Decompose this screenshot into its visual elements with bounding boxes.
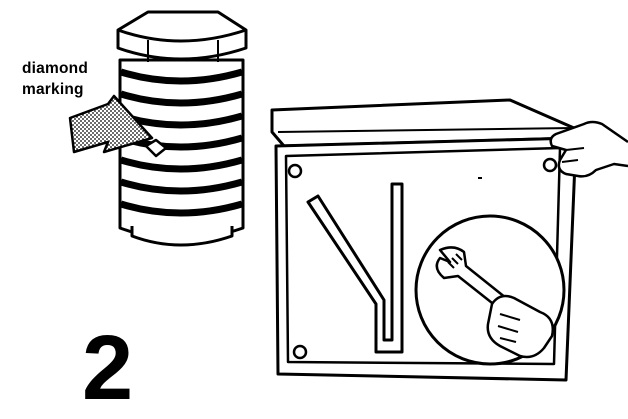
foot-base [130, 226, 234, 247]
panel-emboss [306, 182, 404, 354]
leveling-foot [116, 10, 248, 247]
diamond-marker-icon [144, 138, 168, 158]
hand-icon [549, 120, 628, 178]
diamond-marking-label: diamond marking [22, 58, 88, 100]
step-number: 2 [82, 317, 134, 419]
pointer-arrow-icon [68, 94, 154, 154]
gripping-hand [486, 294, 554, 359]
label-line-1: diamond [22, 60, 88, 77]
wrench-icon [435, 246, 518, 316]
label-line-2: marking [22, 81, 84, 98]
hex-bolt-icon [116, 10, 248, 62]
detail-magnifier [414, 214, 566, 366]
installation-diagram [68, 10, 628, 382]
